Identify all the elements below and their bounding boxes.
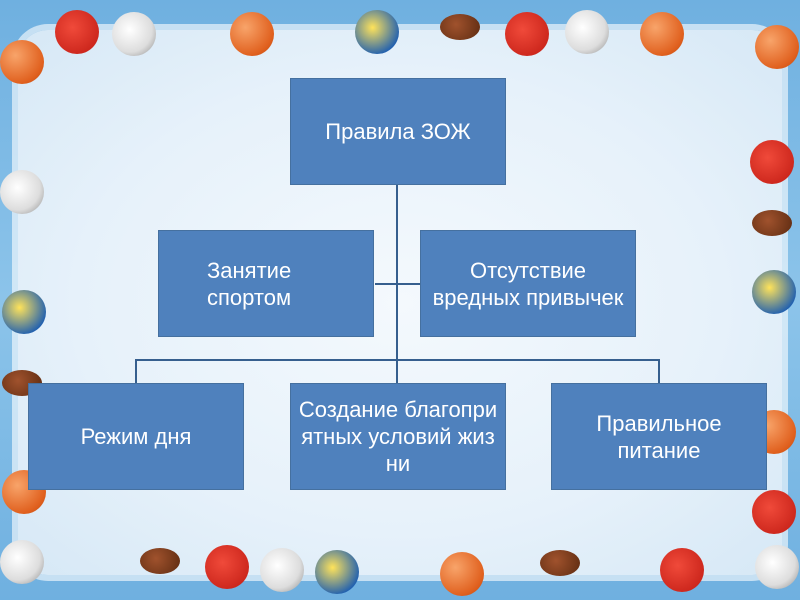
node-nutrition: Правильное питание xyxy=(551,383,767,490)
basketball-icon xyxy=(755,25,799,69)
volleyball-icon xyxy=(752,270,796,314)
soccer-icon xyxy=(565,10,609,54)
connector-left-vertical xyxy=(135,359,137,383)
connector-right-vertical xyxy=(658,359,660,383)
node-no-bad-habits: Отсутствие вредных привычек xyxy=(420,230,636,337)
soccer-icon xyxy=(260,548,304,592)
connector-level2-horizontal xyxy=(135,359,660,361)
pingpong-icon xyxy=(205,545,249,589)
pingpong-icon xyxy=(750,140,794,184)
basketball-icon xyxy=(640,12,684,56)
pingpong-icon xyxy=(505,12,549,56)
basketball-icon xyxy=(440,552,484,596)
node-sport: Занятие спортом xyxy=(158,230,374,337)
node-living-conditions: Создание благоприятных условий жизни xyxy=(290,383,506,490)
connector-level1-horizontal xyxy=(375,283,420,285)
basketball-icon xyxy=(230,12,274,56)
soccer-icon xyxy=(0,170,44,214)
volleyball-icon xyxy=(315,550,359,594)
pingpong-icon xyxy=(660,548,704,592)
volleyball-icon xyxy=(2,290,46,334)
soccer-icon xyxy=(0,540,44,584)
pingpong-icon xyxy=(752,490,796,534)
soccer-icon xyxy=(755,545,799,589)
football-icon xyxy=(752,210,792,236)
pingpong-icon xyxy=(55,10,99,54)
node-root: Правила ЗОЖ xyxy=(290,78,506,185)
football-icon xyxy=(140,548,180,574)
football-icon xyxy=(540,550,580,576)
soccer-icon xyxy=(112,12,156,56)
node-daily-routine: Режим дня xyxy=(28,383,244,490)
football-icon xyxy=(440,14,480,40)
volleyball-icon xyxy=(355,10,399,54)
basketball-icon xyxy=(0,40,44,84)
